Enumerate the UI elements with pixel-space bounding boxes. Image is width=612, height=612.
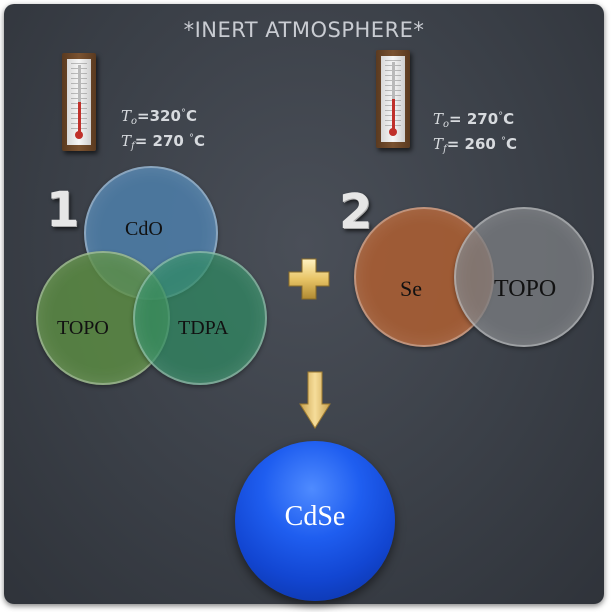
tdpa-circle <box>133 251 267 385</box>
topo-label: TOPO <box>57 317 109 339</box>
step1-initial-temperature: To=320°C <box>121 107 197 127</box>
diagram-panel: *INERT ATMOSPHERE* To=320°C Tf= 270 °C T… <box>4 4 604 604</box>
step2-number: 2 <box>339 184 373 240</box>
step2-temperatures: To= 270°C Tf= 260 °C <box>433 108 517 158</box>
cdse-sphere <box>235 441 395 601</box>
thermometer-icon <box>376 50 410 148</box>
diagram-title: *INERT ATMOSPHERE* <box>183 18 425 42</box>
step1-temperatures: To=320°C Tf= 270 °C <box>121 105 205 155</box>
thermometer-icon <box>62 53 96 151</box>
cdse-label: CdSe <box>284 501 346 532</box>
se-label: Se <box>400 276 422 301</box>
topo-circle <box>454 207 594 347</box>
plus-icon <box>288 258 330 300</box>
topo-label: TOPO <box>494 276 557 302</box>
step2-initial-temperature: To= 270°C <box>433 110 515 130</box>
tdpa-label: TDPA <box>178 317 229 339</box>
step2-final-temperature: Tf= 260 °C <box>433 135 518 155</box>
arrow-down-icon <box>299 371 331 429</box>
step1-number: 1 <box>46 182 80 238</box>
step1-final-temperature: Tf= 270 °C <box>121 132 206 152</box>
cdo-label: CdO <box>125 218 163 240</box>
